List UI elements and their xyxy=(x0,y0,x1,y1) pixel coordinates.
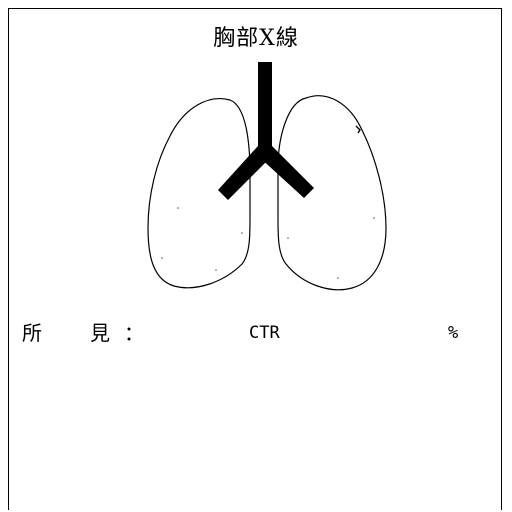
right-bronchus xyxy=(258,146,314,198)
ctr-label: CTR xyxy=(249,318,280,348)
right-lung-mark xyxy=(356,126,360,133)
ctr-unit: % xyxy=(448,318,458,348)
lung-texture-dots xyxy=(161,207,375,279)
right-lung-outline xyxy=(278,96,386,290)
lungs-icon xyxy=(138,58,398,298)
form-title: 胸部X線 xyxy=(0,26,512,52)
findings-row: 所 見： CTR % xyxy=(0,318,512,348)
trachea xyxy=(258,62,272,152)
findings-label: 所 見： xyxy=(22,318,158,348)
